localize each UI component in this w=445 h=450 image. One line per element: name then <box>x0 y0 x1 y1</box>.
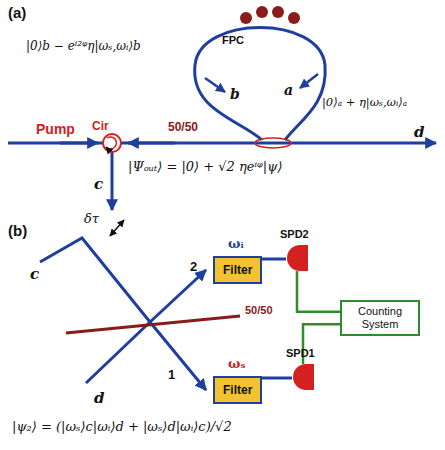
filter-box: Filter <box>213 256 262 284</box>
box-label: Counting System <box>347 305 413 331</box>
coupler <box>255 138 291 148</box>
fiber-loop <box>195 28 326 141</box>
detector-body <box>287 245 308 271</box>
part-name: Pump <box>36 121 75 137</box>
port-name: a <box>284 82 293 98</box>
detector-shape <box>286 245 308 271</box>
port-number: 2 <box>190 260 197 275</box>
port-number: 1 <box>168 368 175 383</box>
detector-name: SPD1 <box>286 347 315 359</box>
photon-detector: SPD2 <box>286 245 308 271</box>
box-label: Filter <box>223 383 252 397</box>
state-equation: |ψ₂⟩ = (|ωₛ⟩c|ωᵢ⟩d + |ωₛ⟩d|ωᵢ⟩c)/√2 <box>12 420 232 435</box>
beam-splitter <box>66 316 240 333</box>
detector-body <box>293 364 314 390</box>
photon-detector: SPD1 <box>292 364 314 390</box>
return-arrow <box>128 142 175 145</box>
detector-name: SPD2 <box>280 228 309 240</box>
delay-label: δτ <box>84 212 99 227</box>
pump-line <box>8 142 436 145</box>
port-name: d <box>94 390 105 407</box>
port-name: c <box>94 176 103 193</box>
cavity-dot <box>288 12 300 24</box>
pump-arrow <box>60 142 98 145</box>
frequency-label: ωᵢ <box>228 237 244 252</box>
part-name: FPC <box>222 34 244 47</box>
loop-arrow-a <box>300 74 318 88</box>
port-name: c <box>30 266 39 283</box>
state-equation: |Ψₒᵤₜ⟩ = |0⟩ + √2 ηeⁱᵠ|ψ⟩ <box>128 160 282 175</box>
box-label: Filter <box>223 263 252 277</box>
state-equation: |0⟩ₐ + η|ωₛ,ωᵢ⟩ₐ <box>322 96 407 109</box>
part-name: 50/50 <box>168 121 198 135</box>
part-name: Cir <box>92 120 109 134</box>
output-c <box>111 152 114 210</box>
port-name: d <box>414 124 425 141</box>
filter-box: Filter <box>213 376 262 404</box>
delay-arrow <box>110 220 124 236</box>
circulator <box>103 134 121 152</box>
port-name: b <box>230 86 240 102</box>
cavity-dot <box>272 6 284 18</box>
cavity-dot <box>256 6 268 18</box>
counting-box: Counting System <box>340 300 420 336</box>
beam-c <box>40 238 206 390</box>
panel-tag: (b) <box>8 222 27 239</box>
loop-arrow-b <box>205 78 225 92</box>
cavity-dot <box>240 12 252 24</box>
circulator-arrow <box>106 137 116 149</box>
signal-wire <box>297 271 340 312</box>
part-name: 50/50 <box>245 304 273 317</box>
state-equation: |0⟩b − eⁱ²ᵠη|ωₛ,ωᵢ⟩b <box>26 40 141 54</box>
detector-shape <box>292 364 314 390</box>
panel-tag: (a) <box>8 4 26 21</box>
frequency-label: ωₛ <box>228 357 246 372</box>
